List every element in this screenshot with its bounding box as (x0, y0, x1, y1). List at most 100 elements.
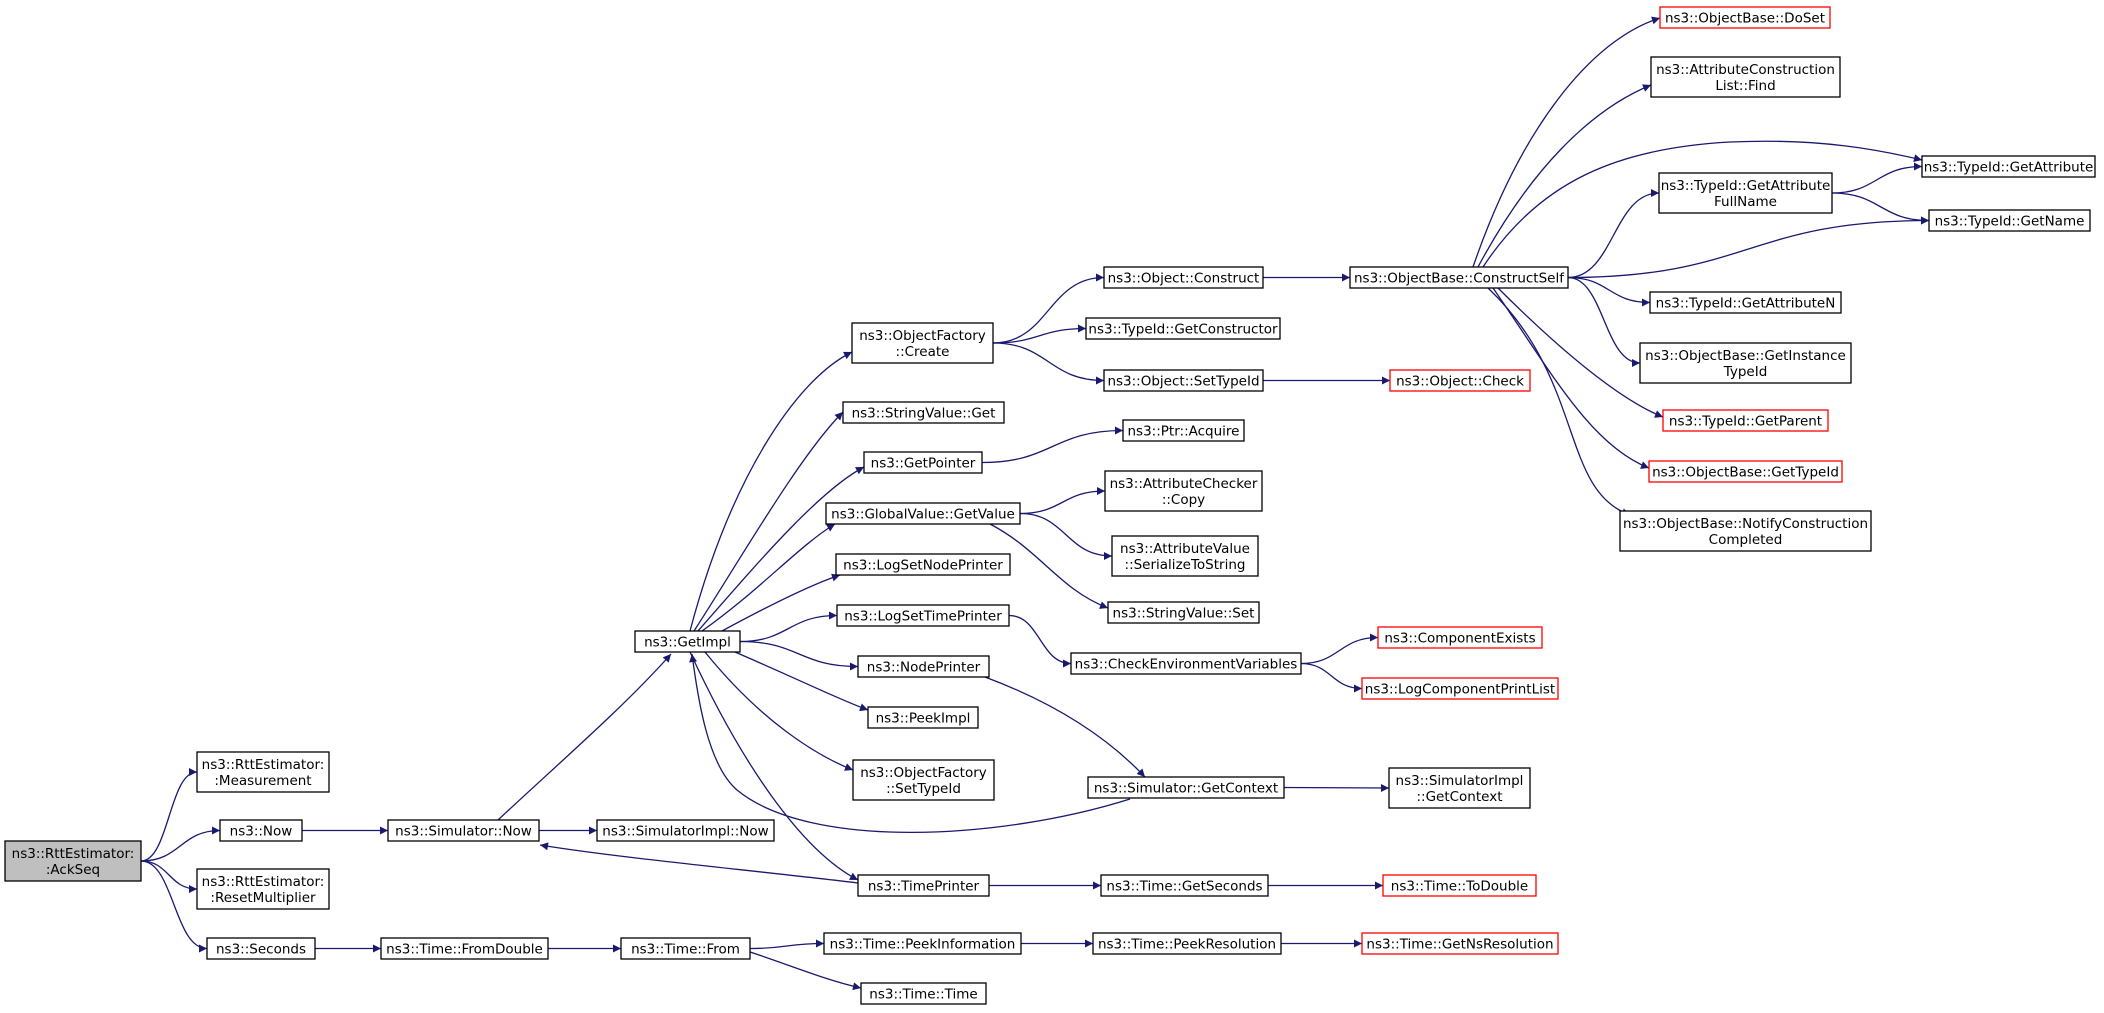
function-node-peekimpl[interactable]: ns3::PeekImpl (867, 706, 979, 729)
function-node-obgettypeid[interactable]: ns3::ObjectBase::GetTypeId (1648, 460, 1843, 483)
function-node-meas[interactable]: ns3::RttEstimator::Measurement (196, 751, 330, 793)
node-box[interactable] (857, 874, 990, 897)
function-node-obconstructself[interactable]: ns3::ObjectBase::ConstructSelf (1349, 266, 1569, 289)
node-box[interactable] (1659, 6, 1831, 29)
function-node-tidgetparent[interactable]: ns3::TypeId::GetParent (1662, 409, 1829, 432)
node-box[interactable] (1092, 932, 1282, 955)
node-box[interactable] (1122, 419, 1245, 442)
function-node-logcompprint[interactable]: ns3::LogComponentPrintList (1361, 677, 1559, 700)
function-node-simimplnow[interactable]: ns3::SimulatorImpl::Now (596, 819, 775, 842)
function-node-fromdouble[interactable]: ns3::Time::FromDouble (380, 937, 549, 960)
node-box[interactable] (1361, 932, 1559, 955)
node-box[interactable] (596, 819, 775, 842)
node-box[interactable] (1085, 317, 1281, 340)
node-box[interactable] (1377, 626, 1543, 649)
function-node-objsettypeid[interactable]: ns3::Object::SetTypeId (1103, 369, 1264, 392)
function-node-tidgetname[interactable]: ns3::TypeId::GetName (1928, 209, 2091, 232)
function-node-avser[interactable]: ns3::AttributeValue::SerializeToString (1111, 535, 1259, 577)
node-box[interactable] (1100, 874, 1269, 897)
node-box[interactable] (1650, 56, 1841, 98)
node-box[interactable] (836, 604, 1010, 627)
node-box[interactable] (1648, 460, 1843, 483)
node-box[interactable] (1107, 601, 1260, 624)
function-node-svset[interactable]: ns3::StringValue::Set (1107, 601, 1260, 624)
node-box[interactable] (1103, 369, 1264, 392)
function-node-timetime[interactable]: ns3::Time::Time (860, 982, 987, 1005)
node-box[interactable] (1662, 409, 1829, 432)
node-box[interactable] (634, 630, 741, 653)
node-box[interactable] (823, 932, 1022, 955)
function-node-svget[interactable]: ns3::StringValue::Get (842, 401, 1005, 424)
node-box[interactable] (1070, 652, 1302, 675)
node-box[interactable] (863, 451, 983, 474)
node-box[interactable] (857, 655, 990, 678)
function-node-acks[interactable]: ns3::RttEstimator::AckSeq (4, 840, 142, 882)
function-node-tidgetctor[interactable]: ns3::TypeId::GetConstructor (1085, 317, 1281, 340)
node-box[interactable] (1389, 369, 1531, 392)
node-box[interactable] (860, 982, 987, 1005)
function-node-simimplgetctx[interactable]: ns3::SimulatorImpl::GetContext (1388, 767, 1531, 809)
function-node-objcheck[interactable]: ns3::Object::Check (1389, 369, 1531, 392)
node-box[interactable] (196, 868, 330, 910)
function-node-logsettime[interactable]: ns3::LogSetTimePrinter (836, 604, 1010, 627)
function-node-timegetsec[interactable]: ns3::Time::GetSeconds (1100, 874, 1269, 897)
node-box[interactable] (1361, 677, 1559, 700)
function-node-logsetnode[interactable]: ns3::LogSetNodePrinter (835, 553, 1011, 576)
function-node-now[interactable]: ns3::Now (219, 819, 303, 842)
function-node-peekinfo[interactable]: ns3::Time::PeekInformation (823, 932, 1022, 955)
node-box[interactable] (1921, 155, 2096, 178)
function-node-checkenv[interactable]: ns3::CheckEnvironmentVariables (1070, 652, 1302, 675)
node-box[interactable] (4, 840, 142, 882)
node-box[interactable] (1103, 266, 1264, 289)
function-node-timefrom[interactable]: ns3::Time::From (620, 937, 751, 960)
function-node-simnow[interactable]: ns3::Simulator::Now (387, 819, 540, 842)
node-box[interactable] (825, 502, 1021, 525)
node-box[interactable] (620, 937, 751, 960)
function-node-obnotify[interactable]: ns3::ObjectBase::NotifyConstructionCompl… (1619, 510, 1872, 552)
function-node-ofsettypeid[interactable]: ns3::ObjectFactory::SetTypeId (852, 759, 995, 801)
node-box[interactable] (851, 322, 994, 364)
node-box[interactable] (1349, 266, 1569, 289)
node-box[interactable] (1658, 172, 1833, 214)
function-node-nodeprinter[interactable]: ns3::NodePrinter (857, 655, 990, 678)
function-node-resetm[interactable]: ns3::RttEstimator::ResetMultiplier (196, 868, 330, 910)
node-box[interactable] (835, 553, 1011, 576)
node-box[interactable] (1928, 209, 2091, 232)
node-box[interactable] (1388, 767, 1531, 809)
node-box[interactable] (387, 819, 540, 842)
node-box[interactable] (867, 706, 979, 729)
function-node-getpointer[interactable]: ns3::GetPointer (863, 451, 983, 474)
function-node-peekres[interactable]: ns3::Time::PeekResolution (1092, 932, 1282, 955)
function-node-seconds[interactable]: ns3::Seconds (206, 937, 316, 960)
function-node-gvgetvalue[interactable]: ns3::GlobalValue::GetValue (825, 502, 1021, 525)
node-box[interactable] (1382, 874, 1537, 897)
node-box[interactable] (1087, 776, 1285, 799)
node-box[interactable] (380, 937, 549, 960)
function-node-compexists[interactable]: ns3::ComponentExists (1377, 626, 1543, 649)
function-node-objconstruct[interactable]: ns3::Object::Construct (1103, 266, 1264, 289)
node-box[interactable] (196, 751, 330, 793)
function-node-getimpl[interactable]: ns3::GetImpl (634, 630, 741, 653)
function-node-ofcreate[interactable]: ns3::ObjectFactory::Create (851, 322, 994, 364)
function-node-obdoset[interactable]: ns3::ObjectBase::DoSet (1659, 6, 1831, 29)
function-node-timetodouble[interactable]: ns3::Time::ToDouble (1382, 874, 1537, 897)
node-box[interactable] (1649, 291, 1842, 314)
function-node-ptracquire[interactable]: ns3::Ptr::Acquire (1122, 419, 1245, 442)
node-box[interactable] (219, 819, 303, 842)
function-node-timeprinter[interactable]: ns3::TimePrinter (857, 874, 990, 897)
node-box[interactable] (1639, 342, 1852, 384)
node-box[interactable] (206, 937, 316, 960)
node-box[interactable] (852, 759, 995, 801)
node-box[interactable] (842, 401, 1005, 424)
function-node-getnsres[interactable]: ns3::Time::GetNsResolution (1361, 932, 1559, 955)
function-node-accopy[interactable]: ns3::AttributeChecker::Copy (1104, 470, 1263, 512)
node-box[interactable] (1111, 535, 1259, 577)
function-node-tidgetattrn[interactable]: ns3::TypeId::GetAttributeN (1649, 291, 1842, 314)
node-box[interactable] (1619, 510, 1872, 552)
node-box[interactable] (1104, 470, 1263, 512)
function-node-tidgetattr[interactable]: ns3::TypeId::GetAttribute (1921, 155, 2096, 178)
function-node-simgetctx[interactable]: ns3::Simulator::GetContext (1087, 776, 1285, 799)
